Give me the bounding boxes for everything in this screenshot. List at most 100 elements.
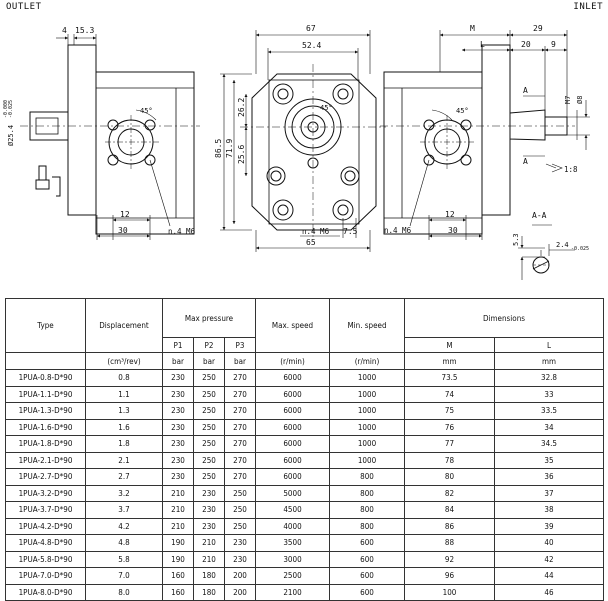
cell-l: 38 xyxy=(493,501,605,519)
cell-type: 1PUA-4.2-D*90 xyxy=(5,517,86,535)
cell-p1: 210 xyxy=(162,501,194,519)
unit-p2: bar xyxy=(193,352,225,370)
cell-max: 6000 xyxy=(255,402,330,420)
dim-inlet-30: 30 xyxy=(448,226,458,235)
cell-type: 1PUA-1.1-D*90 xyxy=(5,385,86,403)
front-thread-note: n.4 M6 xyxy=(302,227,330,236)
cell-min: 600 xyxy=(329,550,405,568)
dim-inlet-m7: M7 xyxy=(564,96,572,104)
cell-p2: 250 xyxy=(193,451,225,469)
cell-min: 800 xyxy=(329,484,405,502)
dim-front-67: 67 xyxy=(306,24,316,33)
cell-type: 1PUA-7.0-D*90 xyxy=(5,567,86,585)
cell-p2: 250 xyxy=(193,418,225,436)
dim-front-65: 65 xyxy=(306,238,316,247)
cell-p2: 210 xyxy=(193,534,225,552)
dim-front-26-2: 26.2 xyxy=(237,98,246,117)
cell-p1: 230 xyxy=(162,435,194,453)
header-l: L xyxy=(493,337,605,353)
header-dimensions: Dimensions xyxy=(403,298,605,338)
cell-l: 44 xyxy=(493,567,605,585)
cell-disp: 1.3 xyxy=(85,402,163,420)
dim-front-25-6: 25.6 xyxy=(237,145,246,164)
cell-p3: 270 xyxy=(224,402,256,420)
cell-min: 1000 xyxy=(329,369,405,387)
cell-min: 1000 xyxy=(329,435,405,453)
cell-disp: 7.0 xyxy=(85,567,163,585)
inlet-flange xyxy=(481,44,511,216)
cell-disp: 2.7 xyxy=(85,468,163,486)
cell-disp: 8.0 xyxy=(85,583,163,601)
cell-p1: 160 xyxy=(162,583,194,601)
cell-p3: 200 xyxy=(224,567,256,585)
outlet-shaft-tol-lower: -0.025 xyxy=(8,100,14,118)
cell-m: 88 xyxy=(404,534,495,552)
cell-m: 76 xyxy=(404,418,495,436)
cell-p2: 250 xyxy=(193,468,225,486)
cell-p2: 250 xyxy=(193,369,225,387)
cell-max: 4000 xyxy=(255,517,330,535)
cell-l: 36 xyxy=(493,468,605,486)
cell-disp: 5.8 xyxy=(85,550,163,568)
front-angle: 45° xyxy=(320,104,333,112)
cell-p1: 230 xyxy=(162,418,194,436)
cell-max: 6000 xyxy=(255,451,330,469)
inlet-section-mark-top: A xyxy=(523,86,528,95)
cell-p3: 270 xyxy=(224,385,256,403)
unit-m: mm xyxy=(404,352,495,370)
cell-min: 1000 xyxy=(329,451,405,469)
cell-type: 1PUA-1.3-D*90 xyxy=(5,402,86,420)
cell-p3: 230 xyxy=(224,550,256,568)
cell-disp: 1.8 xyxy=(85,435,163,453)
cell-l: 37 xyxy=(493,484,605,502)
outlet-angle: 45° xyxy=(140,107,153,115)
cell-disp: 1.6 xyxy=(85,418,163,436)
inlet-angle: 45° xyxy=(456,107,469,115)
cell-m: 100 xyxy=(404,583,495,601)
cell-p2: 230 xyxy=(193,517,225,535)
front-body xyxy=(251,73,377,231)
inlet-view xyxy=(380,30,590,240)
outlet-thread-note: n.4 M6 xyxy=(168,227,196,236)
cell-type: 1PUA-1.6-D*90 xyxy=(5,418,86,436)
section-dim-width: 2.4 xyxy=(556,241,569,249)
cell-l: 32.8 xyxy=(493,369,605,387)
cell-max: 6000 xyxy=(255,418,330,436)
cell-l: 46 xyxy=(493,583,605,601)
front-view xyxy=(220,30,386,252)
cell-disp: 2.1 xyxy=(85,451,163,469)
cell-m: 84 xyxy=(404,501,495,519)
inlet-body xyxy=(383,71,483,235)
cell-p2: 180 xyxy=(193,567,225,585)
cell-type: 1PUA-2.1-D*90 xyxy=(5,451,86,469)
cell-type: 1PUA-3.7-D*90 xyxy=(5,501,86,519)
inlet-taper: 1:8 xyxy=(564,165,578,174)
outlet-label: OUTLET xyxy=(6,2,42,12)
cell-max: 6000 xyxy=(255,385,330,403)
cell-max: 3000 xyxy=(255,550,330,568)
cell-p3: 270 xyxy=(224,369,256,387)
section-dim-height: 5.3 xyxy=(512,233,520,246)
header-p1: P1 xyxy=(162,337,194,353)
unit-displacement: (cm³/rev) xyxy=(85,352,163,370)
dim-front-71-9: 71.9 xyxy=(225,139,234,158)
cell-disp: 4.8 xyxy=(85,534,163,552)
cell-max: 2500 xyxy=(255,567,330,585)
dim-inlet-d8: Ø8 xyxy=(576,96,584,104)
cell-m: 86 xyxy=(404,517,495,535)
cell-p1: 190 xyxy=(162,534,194,552)
cell-p1: 160 xyxy=(162,567,194,585)
cell-m: 75 xyxy=(404,402,495,420)
header-p3: P3 xyxy=(224,337,256,353)
cell-p1: 230 xyxy=(162,402,194,420)
cell-p3: 270 xyxy=(224,451,256,469)
dim-inlet-l: L xyxy=(480,40,485,49)
cell-min: 1000 xyxy=(329,418,405,436)
cell-p3: 250 xyxy=(224,484,256,502)
spec-table: Type Displacement Max pressure Max. spee… xyxy=(5,298,605,601)
